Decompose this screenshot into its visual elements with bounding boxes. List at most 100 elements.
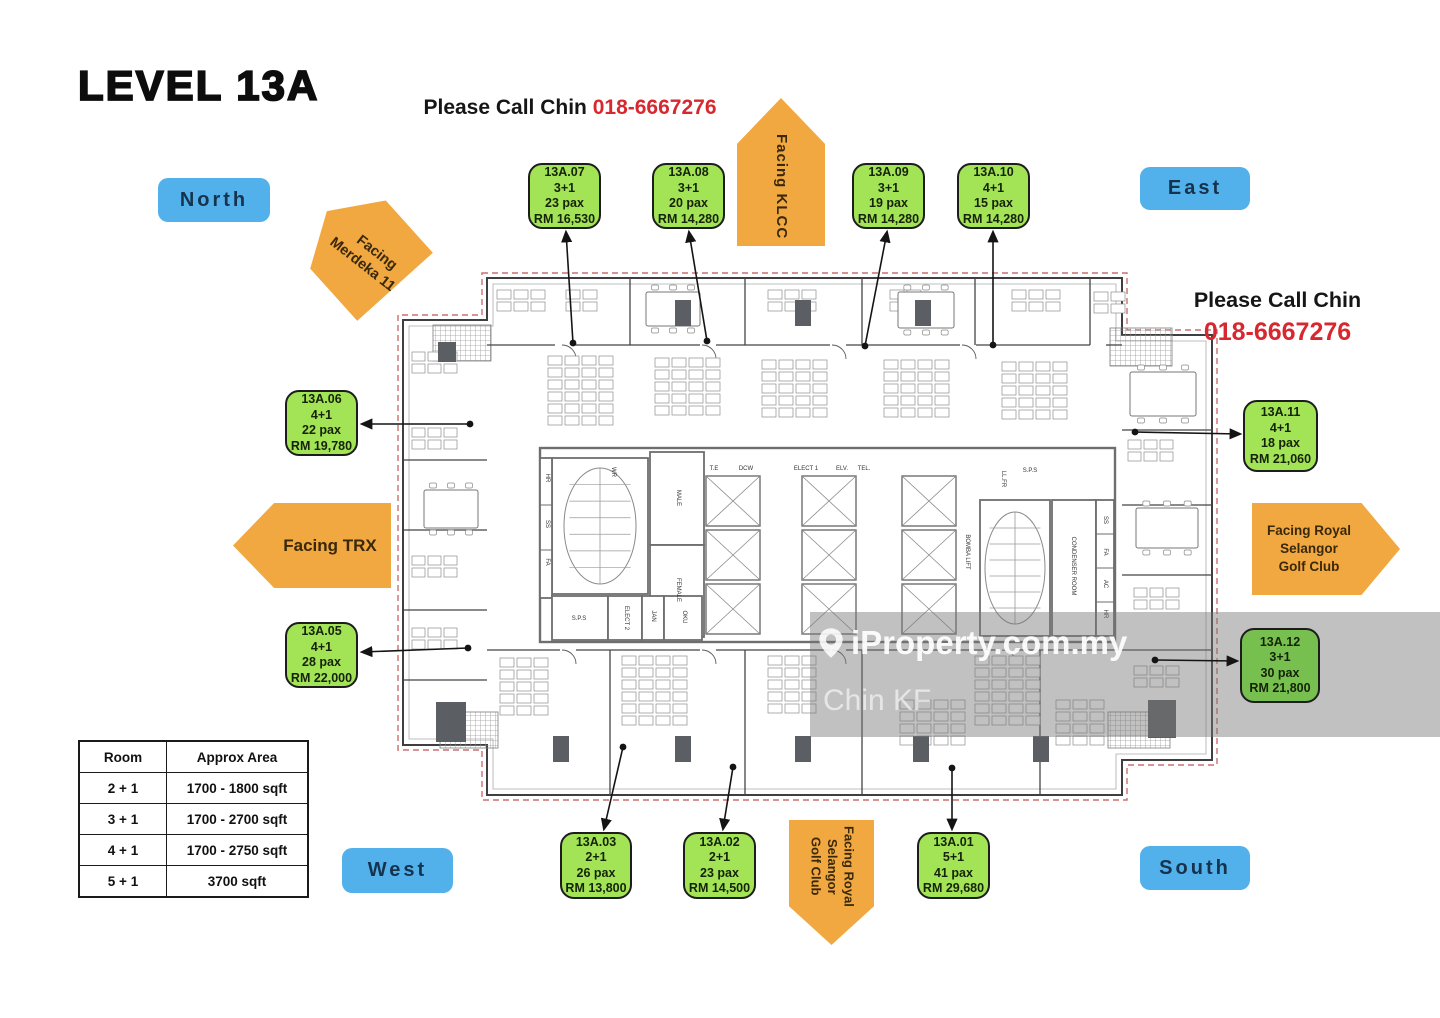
approx-area-cell: 1700 - 1800 sqft	[166, 772, 309, 804]
facing-arrow-text: Facing KLCC	[771, 134, 791, 239]
unit-pax: 30 pax	[1260, 665, 1300, 680]
unit-pax: 15 pax	[974, 196, 1013, 210]
contact-top: Please Call Chin 018-6667276	[385, 96, 755, 120]
watermark-band: iProperty.com.my Chin KF	[810, 612, 1440, 737]
plan-label-s-p-s: S.P.S	[1023, 468, 1038, 474]
unit-type: 3+1	[553, 180, 576, 195]
unit-id: 13A.09	[868, 165, 909, 179]
table-header-room: Room	[78, 740, 167, 773]
compass-badge-east: East	[1140, 167, 1250, 210]
plan-label-female: FEMALE	[675, 578, 681, 602]
contact-top-phone: 018-6667276	[592, 96, 717, 119]
unit-pax: 18 pax	[1261, 436, 1300, 450]
unit-price: RM 29,680	[922, 881, 985, 895]
plan-label-t-e: T.E	[710, 466, 719, 472]
room-type-cell: 2 + 1	[78, 772, 167, 804]
plan-label-jan: JAN	[650, 610, 656, 621]
facing-arrow-line: Facing TRX	[283, 535, 377, 555]
plan-label-ll-fr: LL.FR	[1000, 471, 1006, 488]
unit-pax: 28 pax	[302, 655, 341, 669]
unit-id: 13A.06	[301, 392, 342, 406]
plan-label-ac: AC	[1102, 580, 1108, 589]
watermark-agent-text: Chin KF	[823, 684, 932, 717]
page-title: LEVEL 13A	[77, 61, 320, 110]
compass-badge-south: South	[1140, 846, 1250, 890]
unit-id: 13A.11	[1260, 405, 1301, 419]
facing-arrow-line: Golf Club	[808, 837, 824, 896]
unit-type: 4+1	[310, 639, 333, 654]
plan-label-tel-: TEL.	[858, 466, 871, 472]
approx-area-cell: 1700 - 2750 sqft	[166, 834, 309, 866]
approx-area-cell: 3700 sqft	[166, 865, 309, 898]
unit-price: RM 19,780	[290, 438, 353, 453]
unit-type: 3+1	[877, 180, 900, 195]
plan-label-s-p-s: S.P.S	[572, 616, 587, 622]
plan-label-ss: SS	[544, 520, 550, 528]
unit-type: 5+1	[942, 850, 965, 864]
facing-arrow-line: Selangor	[824, 838, 840, 895]
unit-id: 13A.10	[973, 165, 1014, 179]
table-header-area: Approx Area	[166, 740, 309, 773]
unit-type: 4+1	[982, 180, 1005, 195]
iproperty-pin-icon	[819, 628, 843, 658]
unit-pax: 22 pax	[302, 423, 341, 437]
unit-type: 3+1	[1269, 650, 1291, 664]
facing-arrow-text: Facing TRX	[283, 536, 377, 556]
unit-pax: 19 pax	[869, 196, 908, 210]
unit-id: 13A.07	[544, 165, 585, 179]
unit-pax: 23 pax	[545, 196, 584, 210]
iproperty-watermark: iProperty.com.my	[818, 624, 1127, 662]
unit-pax: 26 pax	[576, 865, 616, 880]
unit-id: 13A.05	[301, 624, 342, 638]
compass-label: North	[179, 188, 249, 211]
plan-label-hr: HR	[1102, 610, 1108, 619]
plan-label-male: MALE	[675, 490, 681, 506]
unit-pax: 23 pax	[700, 865, 739, 880]
unit-id: 13A.01	[933, 834, 974, 849]
unit-price: RM 22,000	[290, 670, 353, 685]
unit-id: 13A.03	[575, 834, 617, 849]
plan-label-elv-: ELV.	[836, 466, 848, 472]
compass-badge-north: North	[158, 178, 270, 222]
plan-label-hr: HR	[544, 474, 550, 483]
unit-type: 4+1	[1269, 420, 1292, 435]
facing-arrow-line: Selangor	[1280, 541, 1338, 556]
unit-pax: 20 pax	[669, 196, 708, 210]
unit-price: RM 16,530	[533, 211, 596, 226]
contact-top-label: Please Call Chin	[423, 96, 593, 119]
plan-label-condenser-room: CONDENSER ROOM	[1070, 537, 1076, 596]
unit-type: 3+1	[677, 180, 700, 195]
compass-badge-west: West	[342, 848, 453, 893]
facing-arrow-line: Facing Royal	[1266, 523, 1352, 538]
facing-arrow-line: Golf Club	[1278, 559, 1340, 574]
unit-id: 13A.02	[699, 834, 740, 849]
unit-id: 13A.12	[1259, 634, 1301, 649]
plan-label-elect-2: ELECT 2	[623, 606, 629, 631]
facing-arrow-line: Facing Royal	[841, 826, 857, 907]
compass-label: East	[1167, 177, 1223, 199]
compass-label: South	[1159, 856, 1231, 879]
unit-price: RM 14,280	[962, 211, 1025, 226]
unit-price: RM 13,800	[565, 881, 627, 895]
compass-label: West	[367, 859, 428, 881]
plan-label-elect-1: ELECT 1	[794, 466, 819, 472]
unit-price: RM 14,280	[857, 211, 920, 226]
